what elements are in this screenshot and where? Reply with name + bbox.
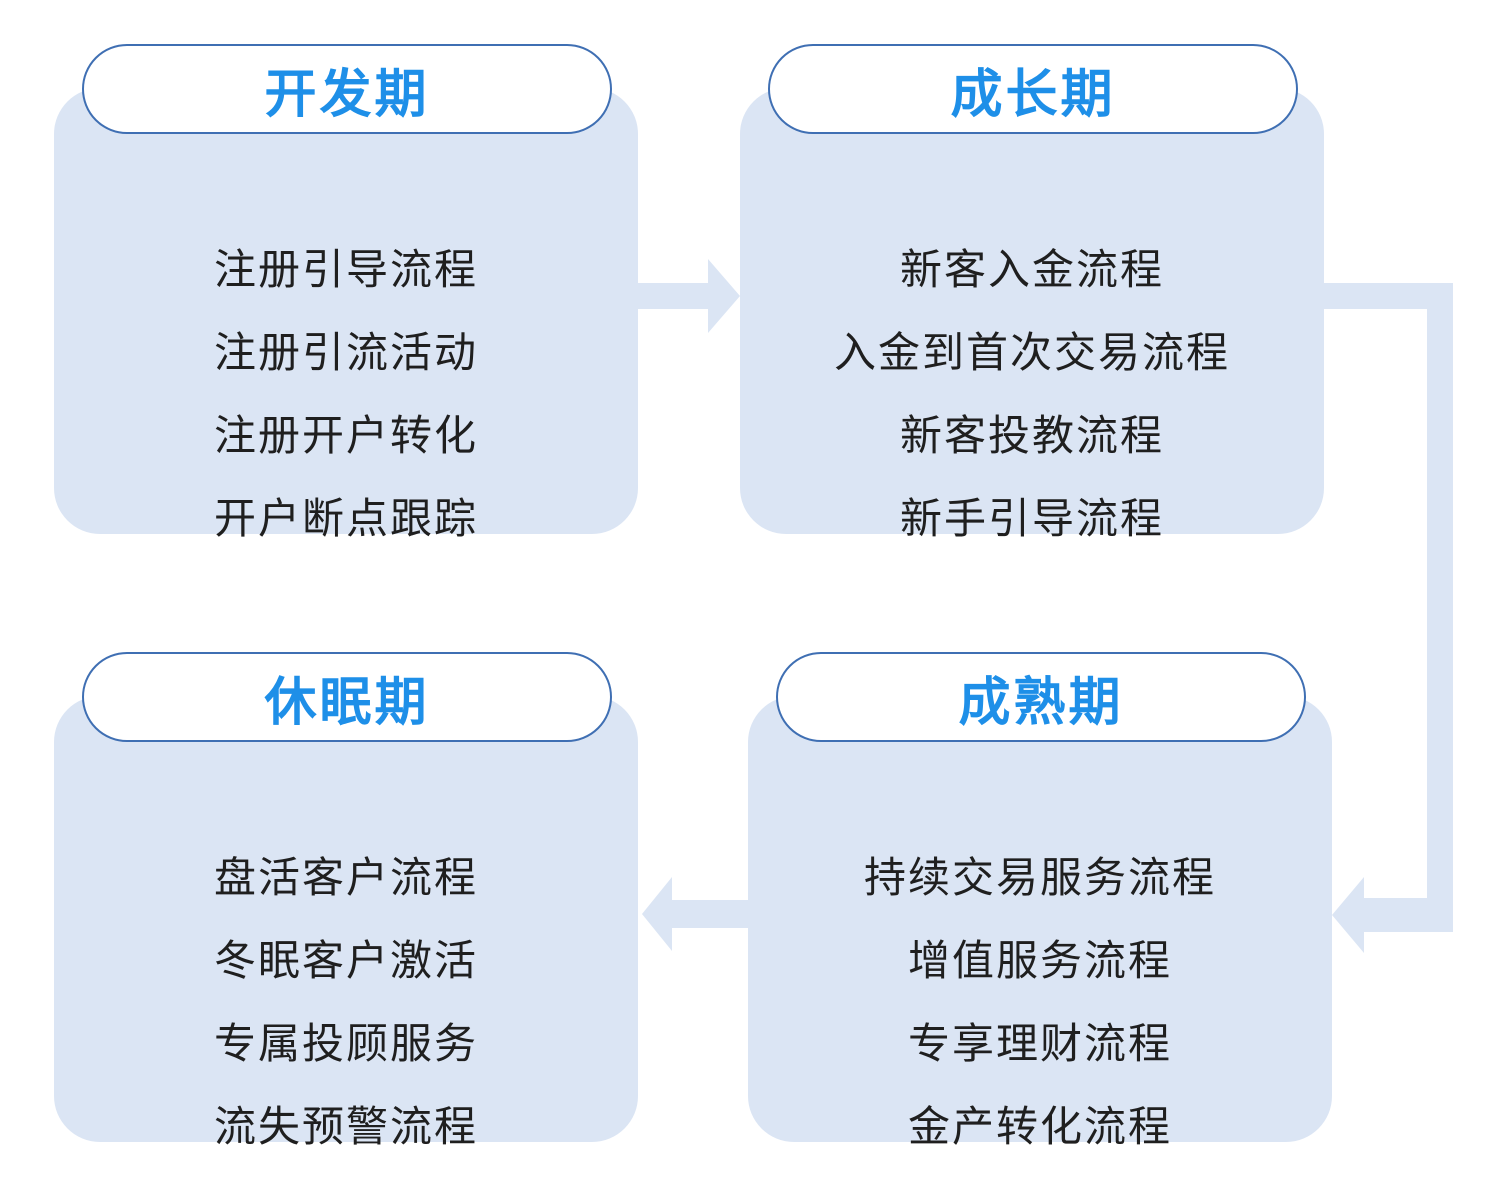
stage-title-maturity: 成熟期 [958, 672, 1124, 733]
stage-item: 增值服务流程 [907, 936, 1172, 985]
stage-card-dormant: 盘活客户流程 冬眠客户激活 专属投顾服务 流失预警流程 [54, 696, 638, 1151]
stage-item: 新客投教流程 [899, 411, 1164, 460]
stage-item: 注册开户转化 [213, 411, 478, 460]
stage-tab-growth: 成长期 [768, 44, 1298, 134]
stage-card-development: 注册引导流程 注册引流活动 注册开户转化 开户断点跟踪 [54, 88, 638, 543]
stage-card-maturity: 持续交易服务流程 增值服务流程 专享理财流程 金产转化流程 [748, 696, 1332, 1151]
stage-item: 冬眠客户激活 [213, 936, 478, 985]
arrow-development-to-growth [630, 259, 740, 333]
stage-items-maturity: 持续交易服务流程 增值服务流程 专享理财流程 金产转化流程 [748, 836, 1332, 1168]
stage-item: 盘活客户流程 [213, 853, 478, 902]
stage-item: 流失预警流程 [213, 1102, 478, 1151]
stage-item: 持续交易服务流程 [863, 853, 1216, 902]
stage-item: 入金到首次交易流程 [833, 328, 1230, 377]
arrow-growth-to-maturity [1320, 283, 1453, 953]
stage-item: 新客入金流程 [899, 245, 1164, 294]
stage-items-growth: 新客入金流程 入金到首次交易流程 新客投教流程 新手引导流程 [740, 228, 1324, 560]
stage-item: 注册引流活动 [213, 328, 478, 377]
stage-title-growth: 成长期 [950, 64, 1116, 125]
stage-item: 金产转化流程 [907, 1102, 1172, 1151]
stage-items-dormant: 盘活客户流程 冬眠客户激活 专属投顾服务 流失预警流程 [54, 836, 638, 1168]
stage-card-growth: 新客入金流程 入金到首次交易流程 新客投教流程 新手引导流程 [740, 88, 1324, 543]
stage-items-development: 注册引导流程 注册引流活动 注册开户转化 开户断点跟踪 [54, 228, 638, 560]
stage-item: 新手引导流程 [899, 494, 1164, 543]
stage-tab-maturity: 成熟期 [776, 652, 1306, 742]
stage-tab-development: 开发期 [82, 44, 612, 134]
stage-title-development: 开发期 [264, 64, 430, 125]
stage-item: 专属投顾服务 [213, 1019, 478, 1068]
stage-tab-dormant: 休眠期 [82, 652, 612, 742]
arrow-maturity-to-dormant [642, 877, 752, 951]
stage-title-dormant: 休眠期 [264, 672, 430, 733]
stage-item: 注册引导流程 [213, 245, 478, 294]
stage-item: 专享理财流程 [907, 1019, 1172, 1068]
stage-item: 开户断点跟踪 [213, 494, 478, 543]
